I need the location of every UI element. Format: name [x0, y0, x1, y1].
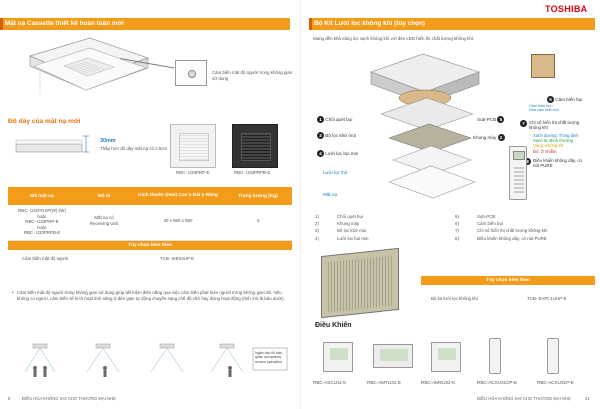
legend-item: 3)Bộ lọc khử mùi	[315, 228, 367, 234]
right-section-header: Bộ Kit Lưới lọc không khí (tùy chọn)	[309, 18, 595, 30]
col-header-model: Mã mặt nạ	[30, 193, 54, 199]
right-footer: ĐIỀU HÒA KHÔNG KHÍ CHO THƯƠNG MẠI NHẸ	[477, 396, 571, 401]
right-option-code: TCB- EAPC1UHP-E	[527, 296, 567, 301]
controller-2-label: RBC-AMTU31-E	[367, 380, 401, 385]
controller-4-label: RBC-ACXU31CP-E	[477, 380, 518, 385]
callout-3: 3 Bộ lọc khử mùi	[317, 132, 356, 139]
cassette-diagram	[28, 37, 150, 94]
callout-7: 7 Chỉ số hiển thị chất lượng không khí	[520, 120, 579, 131]
legend-item: 4)Lưới lọc bụi mịn	[315, 235, 369, 241]
cell-model: RBC- U31PGXP(W)-(W) hoặc RBC- U33PRP-E h…	[18, 208, 66, 236]
remote-image	[509, 146, 527, 200]
illus-caption: Ngăn cản lỗi bảo quản occupancy sensor o…	[255, 351, 282, 364]
panel-black-image	[232, 124, 278, 168]
callout-6: 6 Cảm biến bụi	[547, 96, 582, 103]
col-header-desc: Mô tả	[97, 193, 111, 199]
right-page-number: 31	[585, 396, 590, 401]
controller-2-image	[373, 344, 413, 368]
col-header-weight: Trọng lượng (Kg)	[238, 193, 278, 199]
bullet-dot: •	[12, 290, 14, 295]
intro-text: Mang đến khả năng lọc sạch không khí với…	[313, 36, 475, 41]
callout-5: Sub-PCB 5	[477, 116, 505, 123]
col-header-size: Kích thước (mm) Cao x Dài x Rộng	[138, 193, 218, 198]
controller-5-label: RBC-ACXU31P-E	[537, 380, 574, 385]
thickness-note: Thấp hơn độ dày mặt nạ cũ 2.5cm	[100, 146, 168, 151]
controller-3-image	[431, 342, 461, 372]
controller-1-label: RBC-ASCU11-E	[313, 380, 347, 385]
legend-item: 8)Điều khiển không dây, có nút PURE	[455, 235, 547, 241]
legend-item: 7)Chỉ số hiển thị chất lượng không khí	[455, 228, 548, 234]
thickness-diagram	[15, 135, 89, 153]
spec-table-row: RBC- U31PGXP(W)-(W) hoặc RBC- U33PRP-E h…	[8, 205, 292, 241]
controller-3-label: RBC-AMSU52-E	[421, 380, 456, 385]
sensor-icon	[188, 70, 196, 78]
controller-5-image	[547, 338, 559, 374]
callout-2: Khung máy 2	[473, 134, 505, 141]
callout-4: 4 Lưới lọc bụi mịn	[317, 150, 358, 157]
callout-8: 8 Điều khiển không dây, có nút PURE	[524, 158, 582, 169]
right-option-name: Bộ kit lưới lọc không khí	[431, 296, 479, 301]
panel-white-image	[170, 124, 216, 168]
thickness-value: 30mm	[100, 138, 116, 144]
legend-item: 5)Sub-PCB	[455, 214, 496, 219]
left-section-header: Mặt nạ Cassette thiết kế hoàn toàn mới	[0, 18, 290, 30]
cell-weight: 4	[256, 218, 260, 223]
filter-label: Lưới lọc thô	[323, 170, 348, 175]
legend-item: 6)Cảm biến bụi	[455, 221, 503, 227]
left-footer: ĐIỀU HÒA KHÔNG KHÍ CHO THƯƠNG MẠI NHẸ	[22, 396, 116, 401]
led-legend: Xanh dương: Trong lành Xanh lá: Bình thư…	[533, 133, 579, 154]
spec-table-header: Mã mặt nạ Mô tả Kích thước (mm) Cao x Dà…	[8, 187, 292, 205]
option-code: TCB- SIR33UP-E	[160, 256, 195, 261]
left-page: Mặt nạ Cassette thiết kế hoàn toàn mới C…	[0, 18, 293, 401]
dust-sensor-image	[531, 54, 555, 78]
panel-black-label: RBC- U33PRPB-E	[234, 170, 271, 175]
filter-kit-image	[321, 247, 399, 319]
brand-logo: TOSHIBA	[545, 4, 588, 14]
legend-item: 2)Khung máy	[315, 221, 360, 227]
exploded-diagram	[370, 53, 480, 199]
callout-1: 1 Chổi quét bụi	[317, 116, 352, 123]
occupancy-illustrations: Ngăn cản lỗi bảo quản occupancy sensor o…	[15, 340, 290, 385]
panel-label: Mặt nạ	[323, 192, 338, 197]
sensor-zoom-box	[175, 60, 207, 86]
left-page-number: 8	[8, 396, 11, 401]
parts-legend: 1)Chổi quét bụi 5)Sub-PCB 2)Khung máy 6)…	[315, 214, 595, 241]
panel-white-label: RBC- U33PRP-E	[176, 170, 210, 175]
controls-title: Điều Khiển	[315, 322, 352, 329]
sensor-small-label: Cảm biến bụi / Nhà cảm biến bụi	[529, 104, 559, 113]
right-page: TOSHIBA Bộ Kit Lưới lọc không khí (tùy c…	[300, 0, 600, 409]
right-option-header: Tùy chọn kèm theo	[421, 276, 595, 285]
cell-desc: Mặt nạ có Receiving Unit	[89, 215, 119, 226]
option-header: Tùy chọn kèm theo	[8, 241, 292, 250]
thickness-title: Độ dày của mặt nạ mới	[8, 118, 81, 125]
legend-item: 1)Chổi quét bụi	[315, 214, 363, 219]
sensor-callout: Cảm biến mặt độ người trong không gian s…	[212, 70, 293, 81]
controller-4-image	[489, 338, 501, 374]
cell-size: 30 x 950 x 950	[163, 218, 193, 223]
option-name: Cảm biến mật độ người	[22, 256, 69, 261]
bullet-text: • Cảm biến mật độ người trong không gian…	[12, 290, 285, 301]
controller-1-image	[323, 342, 353, 372]
